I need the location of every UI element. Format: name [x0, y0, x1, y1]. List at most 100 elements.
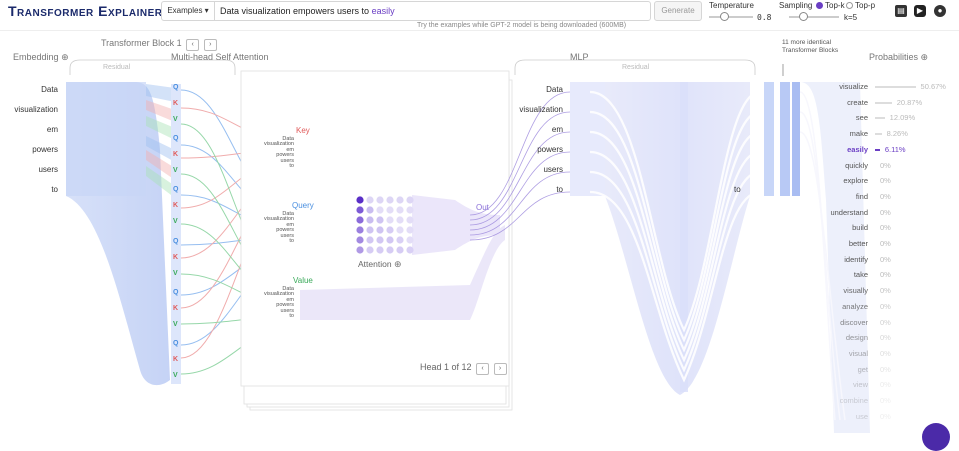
token-label[interactable]: em — [46, 125, 58, 134]
embedding-title[interactable]: Embedding ⊕ — [13, 52, 69, 63]
prob-word[interactable]: analyze — [842, 301, 868, 311]
app-logo[interactable]: Transformer Explainer — [8, 3, 163, 19]
head-stack — [240, 70, 513, 411]
query-group[interactable]: Query Data visualization em powers users… — [258, 202, 314, 245]
prompt-input[interactable]: Data visualization empowers users to eas… — [220, 2, 395, 20]
mlp-output-token[interactable]: to — [734, 185, 741, 194]
value-letter[interactable]: V — [173, 116, 178, 123]
prob-word[interactable]: get — [857, 364, 868, 374]
value-letter[interactable]: V — [173, 372, 178, 379]
value-group[interactable]: Value Data visualization em powers users… — [258, 277, 313, 320]
key-letter[interactable]: K — [173, 356, 179, 363]
prob-value: 0% — [880, 333, 891, 343]
prob-word[interactable]: visualize — [839, 82, 868, 91]
prob-word[interactable]: discover — [840, 317, 868, 327]
attention-matrix-title[interactable]: Attention ⊕ — [358, 259, 401, 270]
topp-radio[interactable]: Top-p — [846, 1, 875, 10]
prob-word[interactable]: find — [855, 191, 868, 201]
help-button[interactable] — [922, 423, 950, 451]
mlp-token-label[interactable]: powers — [537, 145, 563, 154]
prob-value: 0% — [880, 411, 891, 421]
token-label[interactable]: Data — [41, 85, 58, 94]
prob-word[interactable]: better — [848, 239, 868, 248]
topk-radio[interactable]: Top-k — [816, 1, 845, 10]
prompt-box[interactable]: Examples ▾ Data visualization empowers u… — [161, 1, 651, 21]
prob-word[interactable]: create — [847, 97, 868, 107]
prob-word[interactable]: take — [853, 270, 868, 280]
prob-word[interactable]: combine — [839, 396, 868, 405]
prob-value: 0% — [880, 396, 891, 405]
embedding-column — [66, 82, 146, 196]
identical-blocks-label: 11 more identical Transformer Blocks — [782, 39, 839, 54]
next-head-button[interactable]: › — [493, 363, 507, 375]
prob-word[interactable]: use — [855, 411, 868, 421]
mlp-token-label[interactable]: visualization — [519, 105, 563, 114]
temperature-slider-handle[interactable] — [720, 12, 729, 21]
value-band — [300, 225, 505, 320]
query-letter[interactable]: Q — [173, 340, 179, 347]
prob-word[interactable]: see — [855, 113, 868, 123]
mlp-token-label[interactable]: em — [551, 125, 563, 134]
temperature-value: 0.8 — [757, 13, 772, 22]
token-label[interactable]: powers — [32, 145, 58, 154]
query-letter[interactable]: Q — [173, 84, 179, 91]
value-token: to — [289, 313, 294, 319]
key-letter[interactable]: K — [173, 305, 179, 312]
prob-word[interactable]: visual — [848, 348, 868, 358]
token-label[interactable]: users — [38, 165, 58, 174]
generate-button[interactable]: Generate — [654, 1, 702, 21]
prob-word[interactable]: explore — [843, 176, 868, 186]
prob-word[interactable]: quickly — [845, 160, 868, 170]
k-slider-track[interactable] — [789, 16, 839, 18]
zoom-icon[interactable]: ⊕ — [920, 52, 929, 62]
zoom-icon[interactable]: ⊕ — [61, 52, 69, 62]
value-letter[interactable]: V — [173, 218, 178, 225]
prob-word[interactable]: design — [845, 333, 868, 343]
qkv-column — [171, 84, 181, 384]
attention-title[interactable]: Multi-head Self Attention — [171, 52, 269, 62]
value-letter[interactable]: V — [173, 270, 178, 277]
query-letter[interactable]: Q — [173, 238, 179, 245]
youtube-icon[interactable]: ▶ — [914, 5, 926, 17]
prev-head-button[interactable]: ‹ — [476, 363, 490, 375]
mlp-token-label[interactable]: users — [543, 165, 563, 174]
key-group[interactable]: Key Data visualization em powers users t… — [258, 127, 310, 170]
key-letter[interactable]: K — [173, 202, 179, 209]
prob-word[interactable]: make — [849, 129, 868, 139]
probabilities-title[interactable]: Probabilities ⊕ — [869, 52, 928, 63]
paper-icon[interactable]: ▤ — [895, 5, 907, 17]
query-letter[interactable]: Q — [173, 135, 179, 142]
mlp-token-label[interactable]: to — [556, 185, 563, 194]
prob-word[interactable]: view — [852, 380, 868, 390]
prev-block-button[interactable]: ‹ — [186, 39, 200, 51]
query-letter[interactable]: Q — [173, 186, 179, 193]
mlp-token-label[interactable]: Data — [546, 85, 563, 94]
query-token: users — [280, 232, 294, 239]
value-title: Value — [293, 277, 313, 284]
prob-word[interactable]: build — [852, 223, 868, 233]
mlp-title[interactable]: MLP — [570, 52, 589, 62]
key-letter[interactable]: K — [173, 100, 179, 107]
zoom-icon[interactable]: ⊕ — [393, 259, 402, 269]
prob-word[interactable]: visually — [843, 286, 868, 296]
value-letter[interactable]: V — [173, 321, 178, 328]
value-token: users — [280, 307, 294, 314]
k-slider-handle[interactable] — [799, 12, 808, 21]
key-letter[interactable]: K — [173, 151, 179, 158]
prob-bar — [875, 148, 880, 151]
prob-word[interactable]: identify — [844, 254, 868, 264]
prob-word[interactable]: understand — [830, 207, 868, 217]
value-letter[interactable]: V — [173, 167, 178, 174]
key-letter[interactable]: K — [173, 254, 179, 261]
next-block-button[interactable]: › — [203, 39, 217, 51]
out-lines — [469, 91, 571, 241]
prob-word[interactable]: easily — [847, 144, 868, 154]
query-letter[interactable]: Q — [173, 289, 179, 296]
token-label[interactable]: to — [51, 185, 58, 194]
github-icon[interactable]: ● — [934, 5, 946, 17]
out-label[interactable]: Out — [476, 203, 489, 212]
examples-dropdown[interactable]: Examples ▾ — [162, 2, 215, 20]
mlp-input-col — [570, 82, 605, 196]
token-label[interactable]: visualization — [14, 105, 58, 114]
temperature-slider-track[interactable] — [709, 16, 753, 18]
